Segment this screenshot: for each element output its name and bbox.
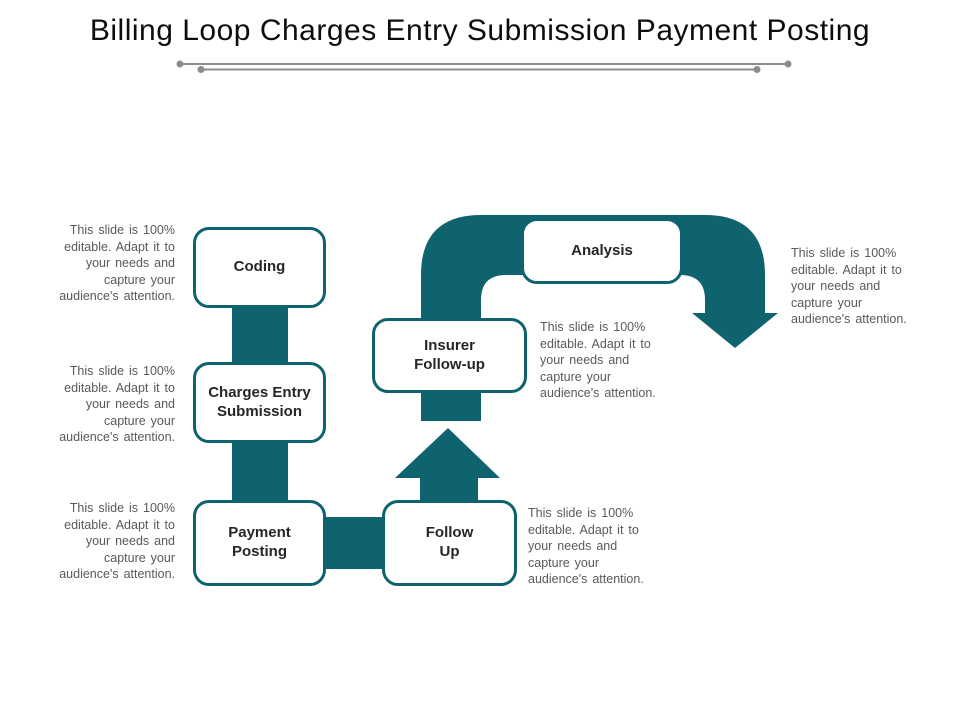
loop-band-exit-arrow-icon [421,215,778,421]
annotation-follow-up: This slide is 100% editable. Adapt it to… [528,506,644,586]
node-insurer-follow-up: Insurer Follow-up [372,318,527,393]
annotation-charges-entry: This slide is 100% editable. Adapt it to… [59,364,175,444]
divider-dot-icon [176,60,184,68]
slide-title: Billing Loop Charges Entry Submission Pa… [89,14,871,47]
node-label: Analysis [571,241,633,259]
node-label: Coding [233,258,286,276]
divider-dot-icon [784,60,792,68]
node-label: Insurer Follow-up [414,336,485,373]
node-payment-posting: Payment Posting [193,500,326,586]
connector-payment-followup [324,517,384,569]
annotation-insurer-follow-up: This slide is 100% editable. Adapt it to… [540,320,656,400]
node-label: Charges Entry Submission [208,383,311,420]
divider-dot-icon [753,66,761,73]
up-arrow-icon [395,428,500,500]
node-analysis: Analysis [521,218,683,284]
title-divider [176,60,792,73]
connector-coding-charges [232,304,288,366]
annotation-exit-arrow: This slide is 100% editable. Adapt it to… [791,246,907,326]
connector-charges-payment [232,442,288,504]
node-charges-entry-submission: Charges Entry Submission [193,362,326,443]
node-label: Follow Up [425,524,474,560]
annotation-coding: This slide is 100% editable. Adapt it to… [59,223,175,303]
node-label: Payment Posting [228,524,291,560]
node-follow-up: Follow Up [382,500,517,586]
divider-dot-icon [197,66,205,73]
node-coding: Coding [193,227,326,308]
annotation-payment-posting: This slide is 100% editable. Adapt it to… [59,501,175,581]
